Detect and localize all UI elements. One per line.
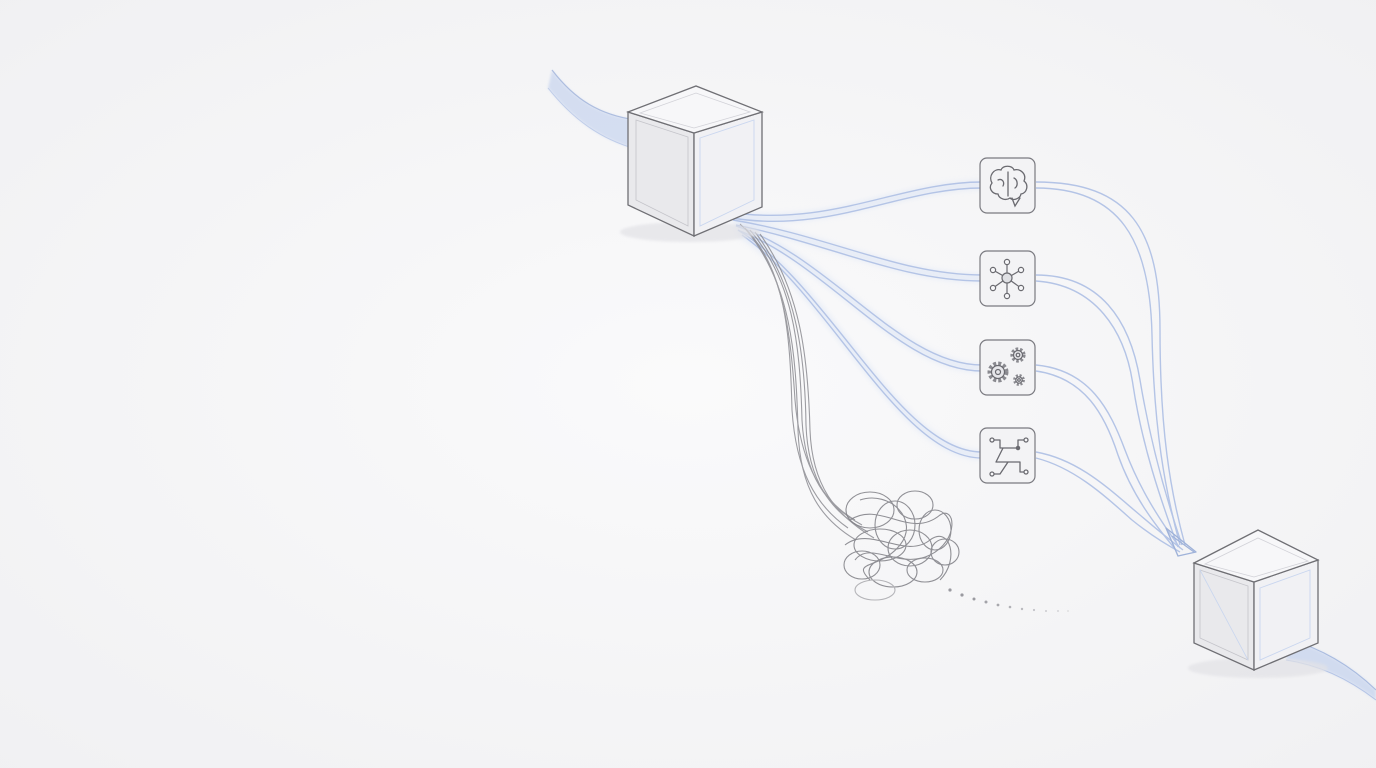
strands-to-tangle	[739, 223, 875, 541]
step-network	[979, 250, 1036, 307]
flows-to-target	[1035, 181, 1186, 553]
step-routing	[979, 427, 1036, 484]
step-gears	[979, 339, 1036, 396]
flow-arrowhead	[1165, 527, 1197, 557]
network-hub-icon	[989, 258, 1025, 300]
target-cube	[1188, 529, 1328, 678]
dissipating-trail	[948, 588, 1069, 612]
step-brain	[979, 157, 1036, 214]
flow-glow	[729, 181, 983, 459]
flows-to-steps	[727, 181, 983, 459]
source-cube	[620, 85, 764, 242]
routing-path-icon	[989, 437, 1029, 477]
gears-icon	[987, 347, 1026, 386]
brain-icon	[989, 165, 1028, 208]
tangled-knot-icon	[843, 490, 960, 601]
